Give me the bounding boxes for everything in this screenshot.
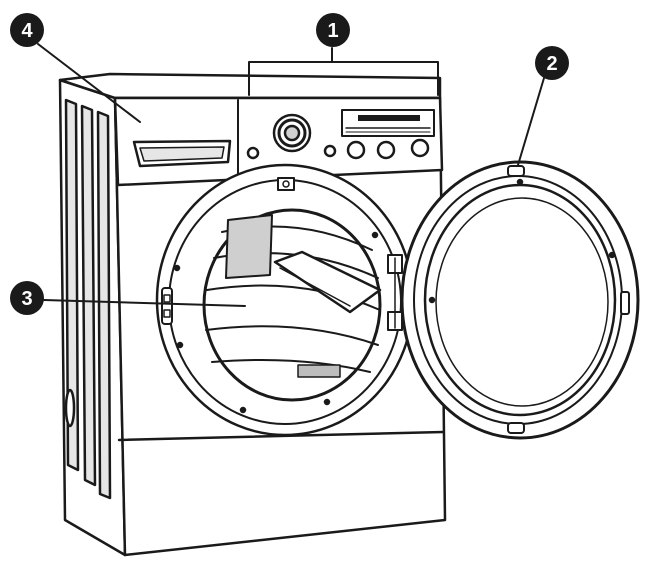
callout-4: 4 <box>10 13 44 47</box>
leader-lines <box>37 43 545 307</box>
control-panel <box>113 96 444 187</box>
drum <box>155 163 415 437</box>
lint-filter <box>225 214 273 279</box>
callout-4-label: 4 <box>21 20 33 42</box>
cycle-knob <box>272 113 312 153</box>
callout-1: 1 <box>316 13 350 47</box>
start-button <box>323 144 337 158</box>
option-button-2 <box>376 140 396 160</box>
callout-1-label: 1 <box>327 20 338 42</box>
option-button-3 <box>410 138 430 158</box>
display-panel <box>341 109 435 137</box>
drum-baffle <box>273 250 382 314</box>
power-button <box>246 146 260 160</box>
callout-2-label: 2 <box>546 53 557 75</box>
callout-3-label: 3 <box>21 288 32 310</box>
door <box>400 160 640 440</box>
callout-2: 2 <box>535 46 569 80</box>
callout-3: 3 <box>10 281 44 315</box>
option-button-1 <box>346 140 366 160</box>
side-panel <box>58 78 127 557</box>
